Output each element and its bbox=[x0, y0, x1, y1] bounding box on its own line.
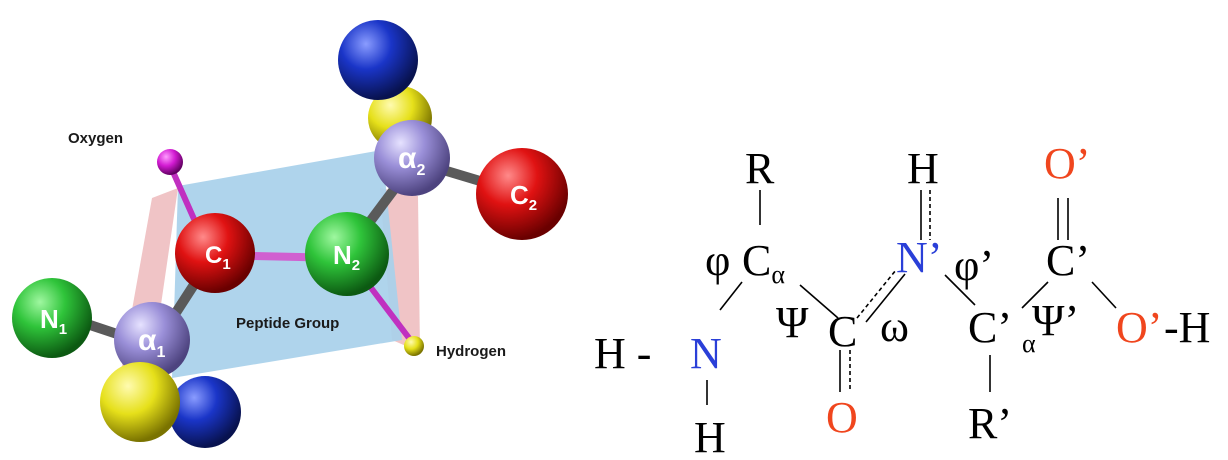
formula-h-top: H bbox=[907, 144, 939, 193]
formula-cprime-top: C’ bbox=[1046, 236, 1090, 285]
nitrogen-n2-ball bbox=[305, 212, 389, 296]
atom-n1-label: N1 bbox=[40, 304, 67, 338]
bond-cprime-cprime bbox=[1021, 281, 1049, 309]
formula-phi-prime: φ’ bbox=[954, 241, 994, 290]
side-chain-blue-top bbox=[338, 20, 418, 100]
atom-n2-label: N2 bbox=[333, 240, 360, 274]
formula-nprime: N’ bbox=[896, 233, 942, 282]
formula-psi-prime: Ψ’ bbox=[1032, 296, 1079, 345]
bond-c-nprime bbox=[856, 269, 897, 319]
formula-h-minus: H - bbox=[594, 329, 651, 378]
atom-c1-label: C1 bbox=[205, 242, 231, 273]
formula-oprime-h: -H bbox=[1164, 303, 1210, 352]
hydrogen-callout: Hydrogen bbox=[436, 343, 506, 360]
side-chain-blue-bottom bbox=[169, 376, 241, 448]
atom-a1-label: α1 bbox=[138, 324, 165, 361]
atom-a2-label: α2 bbox=[398, 142, 425, 179]
oxygen-callout: Oxygen bbox=[68, 130, 123, 147]
structural-formula: R H O’ φ Cα N’ φ’ C’ H - N Ψ C ω C’ α Ψ’… bbox=[594, 139, 1210, 460]
bond-calpha-c bbox=[799, 284, 839, 319]
bond-cprime-oprime bbox=[1091, 281, 1117, 309]
formula-omega: ω bbox=[880, 302, 909, 351]
alpha-a2-ball bbox=[374, 120, 450, 196]
formula-o-bottom: O bbox=[826, 393, 858, 442]
formula-cprime-mid: C’ bbox=[968, 303, 1012, 352]
formula-calpha: Cα bbox=[742, 236, 785, 289]
formula-psi: Ψ bbox=[776, 298, 809, 347]
carbon-c2-ball bbox=[476, 148, 568, 240]
bond-nprime-cprime bbox=[944, 274, 976, 306]
nitrogen-n1-ball bbox=[12, 278, 92, 358]
side-chain-yellow-bottom bbox=[100, 362, 180, 442]
peptide-group-callout: Peptide Group bbox=[236, 315, 339, 332]
peptide-plane-blue bbox=[172, 150, 402, 378]
formula-alpha-sub: α bbox=[1022, 329, 1036, 358]
ball-stick-model: N1 C1 N2 C2 α1 α2 Oxygen Hydrogen Peptid… bbox=[12, 20, 568, 448]
formula-r: R bbox=[745, 144, 775, 193]
oxygen-ball bbox=[157, 149, 183, 175]
alpha-a1-ball bbox=[114, 302, 190, 378]
formula-phi: φ bbox=[705, 236, 730, 285]
carbon-c1-ball bbox=[175, 213, 255, 293]
hydrogen-ball bbox=[404, 336, 424, 356]
formula-rprime: R’ bbox=[968, 399, 1012, 448]
bond-n-calpha bbox=[719, 281, 743, 311]
formula-o-top: O’ bbox=[1044, 139, 1090, 188]
formula-oprime: O’ bbox=[1116, 303, 1162, 352]
formula-n: N bbox=[690, 329, 722, 378]
formula-h-bottom: H bbox=[694, 413, 726, 460]
atom-c2-label: C2 bbox=[510, 180, 537, 214]
formula-c-mid: C bbox=[828, 307, 857, 356]
bond-c-nprime-2 bbox=[865, 273, 906, 323]
